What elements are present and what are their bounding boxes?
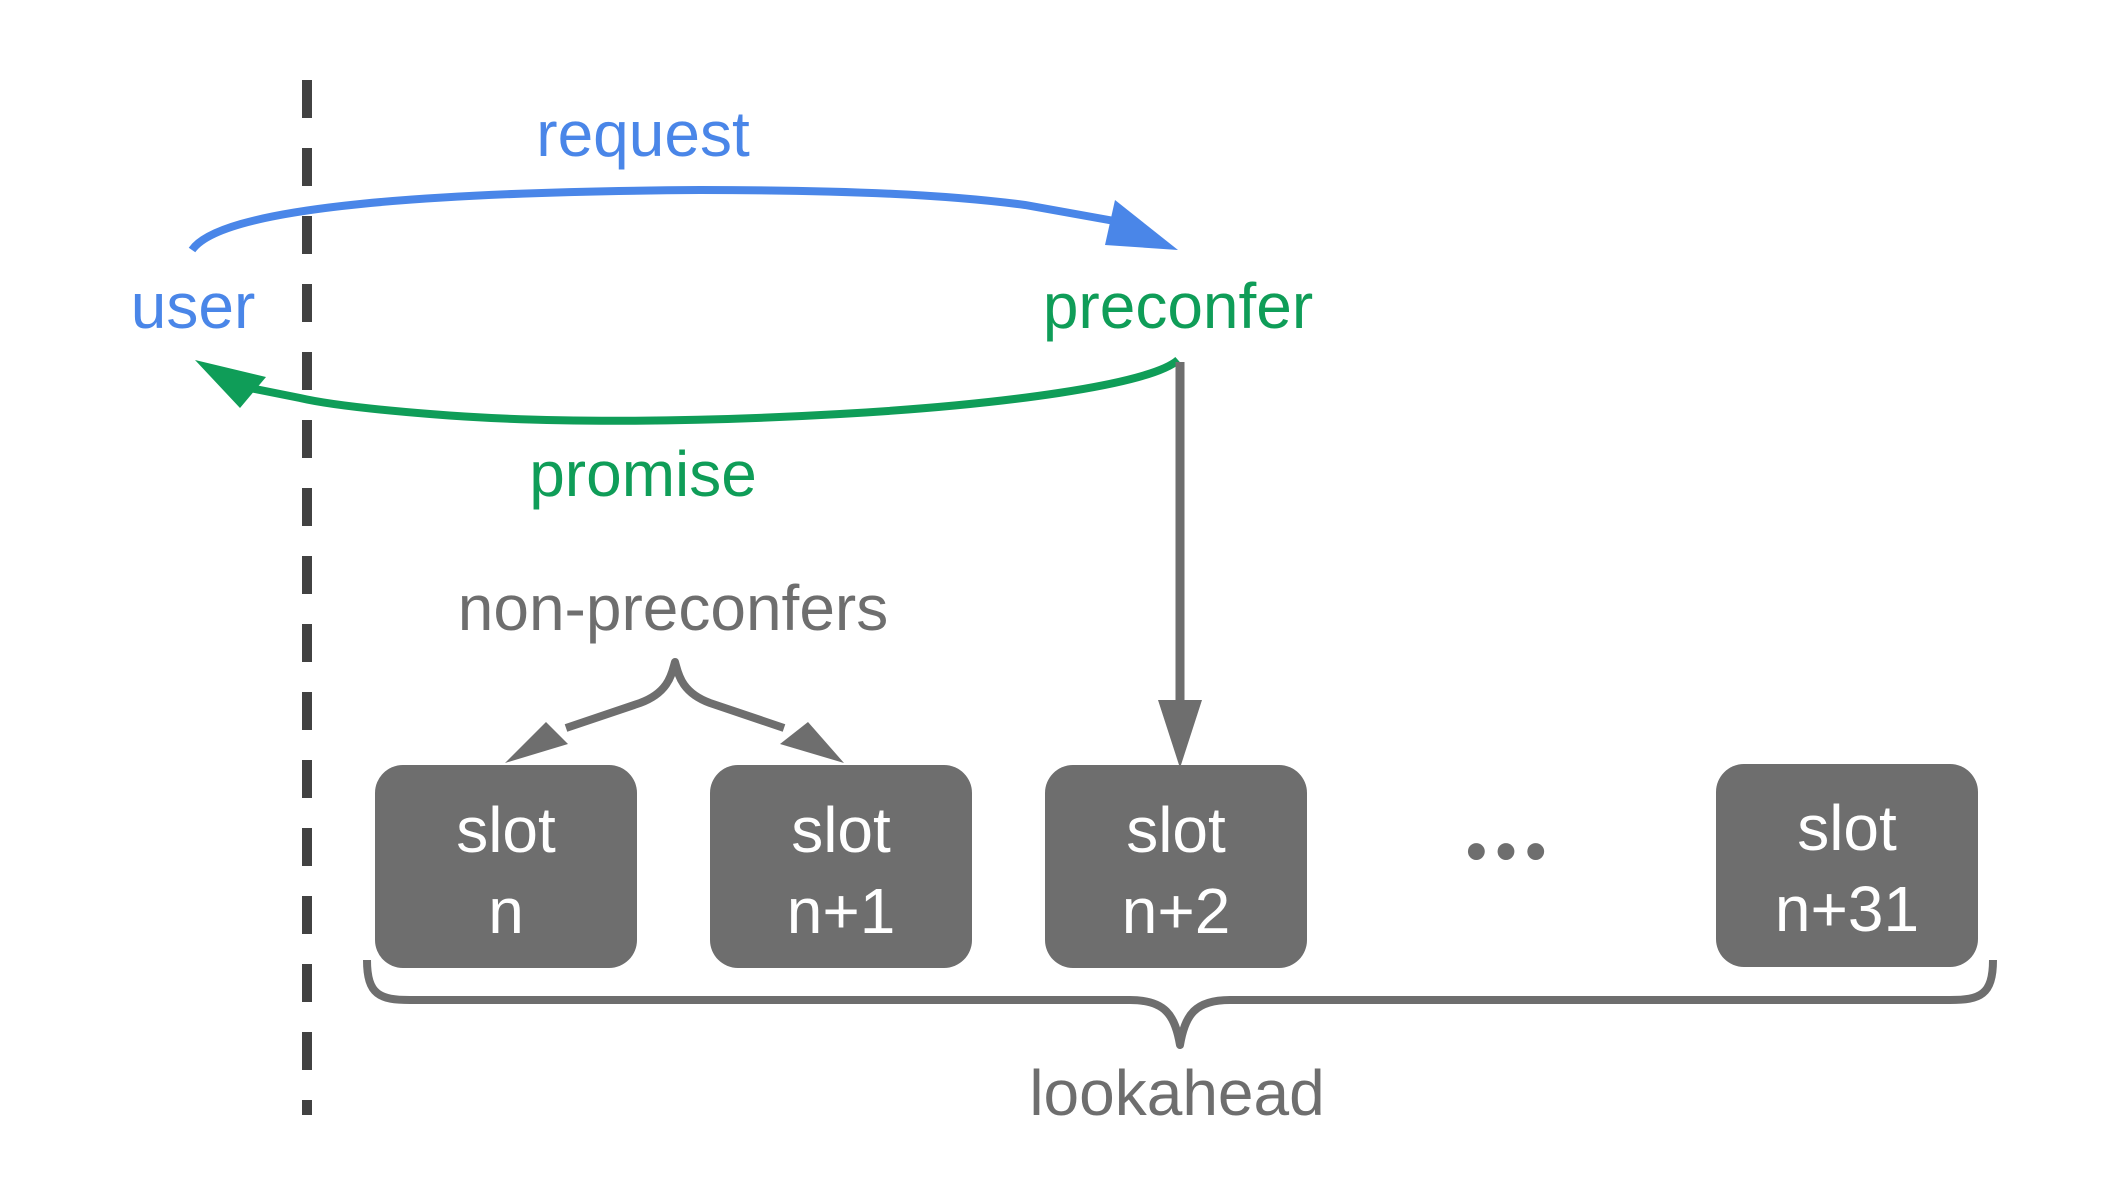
request-arrow <box>188 185 1178 253</box>
request-label: request <box>536 98 750 170</box>
slot-box: slot n+2 <box>1045 765 1307 968</box>
slot-line2: n+2 <box>1122 875 1231 947</box>
promise-label: promise <box>529 438 757 510</box>
slot-line2: n+31 <box>1775 873 1919 945</box>
lookahead-brace <box>363 959 1997 1049</box>
non-preconfers-label: non-preconfers <box>458 572 888 644</box>
non-preconfers-brace <box>505 658 844 763</box>
preconfer-label: preconfer <box>1043 270 1313 342</box>
slot-box: slot n+31 <box>1716 764 1978 967</box>
slot-line2: n+1 <box>787 875 896 947</box>
lookahead-label: lookahead <box>1029 1057 1324 1129</box>
ellipsis: ••• <box>1465 817 1554 886</box>
slot-line1: slot <box>1797 792 1897 864</box>
user-label: user <box>131 270 256 342</box>
slot-line1: slot <box>1126 794 1226 866</box>
slot-line1: slot <box>791 794 891 866</box>
slot-box: slot n <box>375 765 637 968</box>
preconfer-to-slot-arrow <box>1158 362 1202 768</box>
slot-line2: n <box>488 875 524 947</box>
promise-arrow <box>195 356 1181 425</box>
slot-box: slot n+1 <box>710 765 972 968</box>
slot-line1: slot <box>456 794 556 866</box>
